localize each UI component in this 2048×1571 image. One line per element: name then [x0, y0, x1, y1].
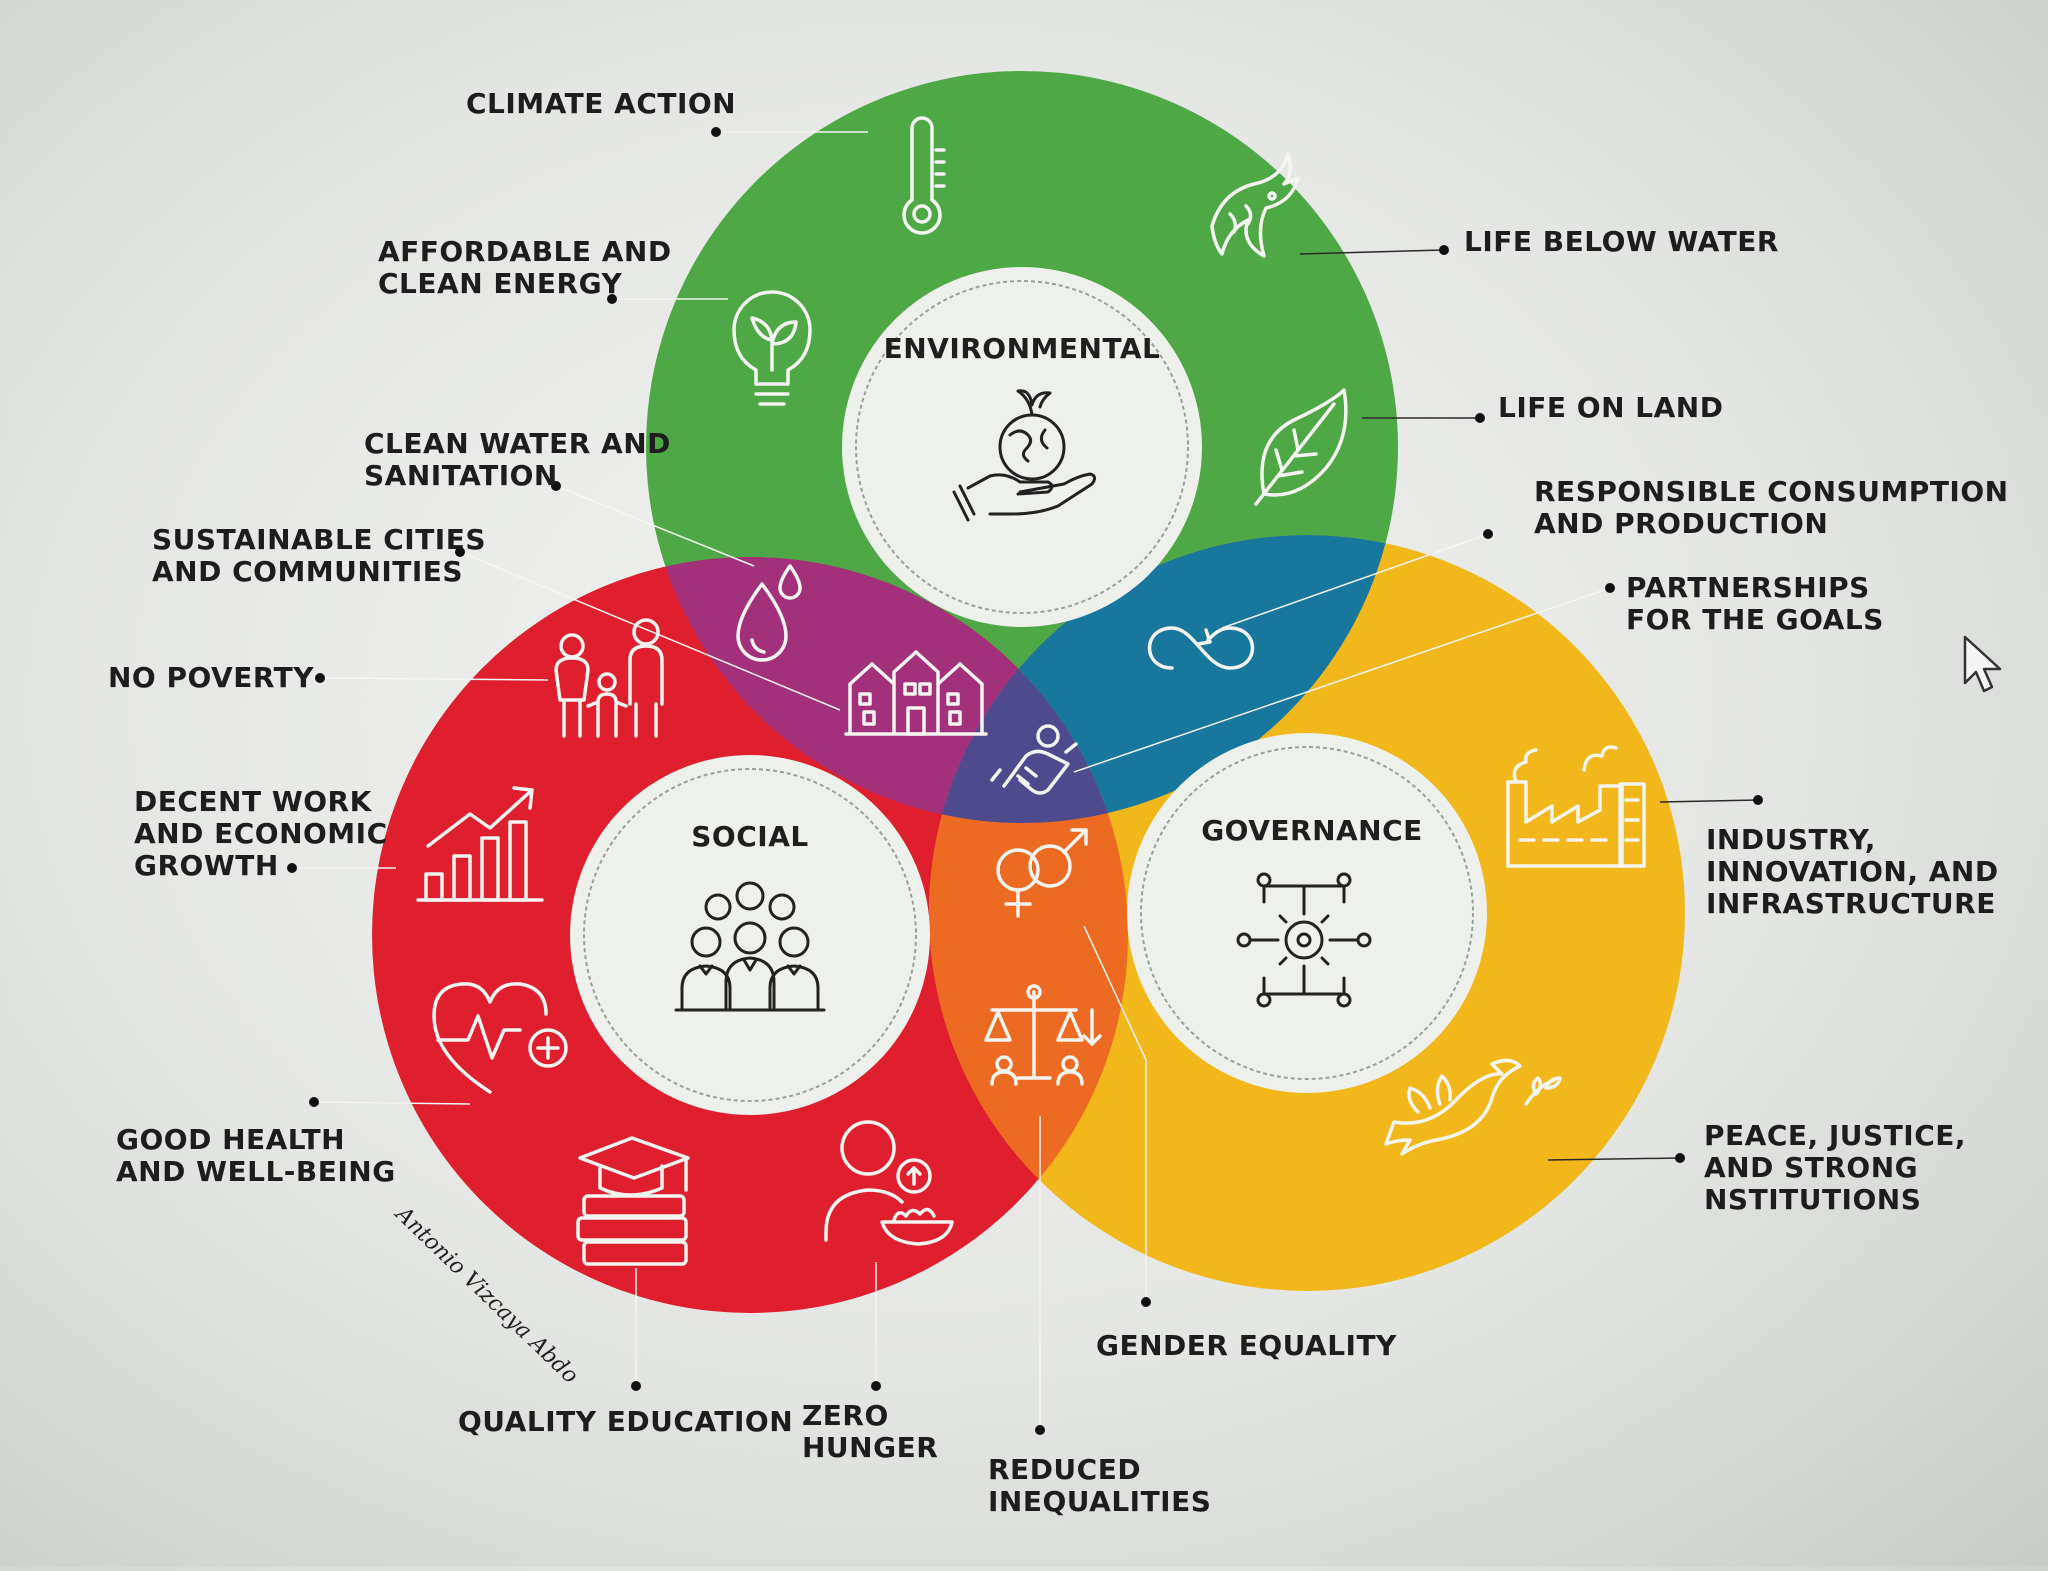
dove-icon — [1384, 1058, 1562, 1156]
governance-title: GOVERNANCE — [1201, 814, 1423, 847]
leaf-icon — [1254, 388, 1348, 506]
label-life-below-water: LIFE BELOW WATER — [1464, 225, 1779, 258]
gear-network-icon — [1236, 872, 1372, 1008]
factory-icon — [1506, 745, 1646, 868]
infinity-loop-icon — [1147, 626, 1255, 670]
social-title: SOCIAL — [691, 820, 808, 853]
balance-scale-icon — [984, 984, 1102, 1086]
houses-icon — [844, 650, 988, 736]
books-graduation-icon — [576, 1136, 690, 1266]
label-quality-education: QUALITY EDUCATION — [458, 1405, 794, 1438]
handshake-globe-icon — [990, 724, 1078, 795]
label-climate-action: CLIMATE ACTION — [466, 87, 737, 120]
overlap-environmental-governance — [929, 535, 1398, 823]
social-center: SOCIAL — [570, 755, 930, 1115]
heart-pulse-icon — [432, 982, 568, 1094]
growth-chart-icon — [416, 786, 544, 902]
label-life-on-land: LIFE ON LAND — [1498, 391, 1724, 424]
mouse-cursor-icon — [1963, 635, 2002, 693]
fish-icon — [1210, 152, 1300, 258]
person-food-icon — [824, 1120, 954, 1246]
people-group-icon — [674, 881, 826, 1012]
lightbulb-plant-icon — [732, 290, 812, 406]
earth-in-hand-icon — [952, 389, 1097, 522]
thermometer-icon — [902, 116, 946, 235]
gender-symbols-icon — [996, 828, 1088, 918]
family-icon — [554, 618, 664, 738]
environmental-center: ENVIRONMENTAL — [842, 267, 1202, 627]
governance-center: GOVERNANCE — [1127, 733, 1487, 1093]
environmental-title: ENVIRONMENTAL — [884, 332, 1161, 365]
label-gender-equality: GENDER EQUALITY — [1096, 1329, 1397, 1362]
label-no-poverty: NO POVERTY — [108, 661, 315, 694]
overlap-environmental-social — [646, 557, 1128, 823]
water-drops-icon — [736, 564, 802, 662]
leader-lines — [287, 127, 1763, 1435]
